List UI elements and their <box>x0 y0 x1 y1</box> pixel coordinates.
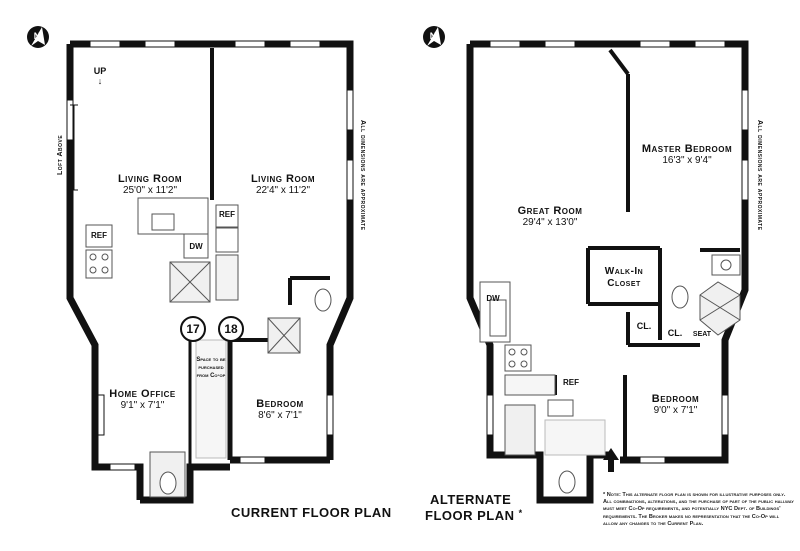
room-dims-bedroom-alternate: 9'0" x 7'1" <box>653 405 698 416</box>
alternate-plan-fixtures <box>479 254 741 494</box>
alternate-plan-caption-mark: * <box>518 508 523 518</box>
north-label-alternate: N <box>429 31 437 41</box>
room-name-great-room: Great Room <box>517 205 583 217</box>
alternate-plan-caption-text: FLOOR PLAN <box>425 508 515 523</box>
dw-label-alternate: DW <box>486 294 500 303</box>
dw-label-current: DW <box>189 242 203 251</box>
unit-number-17: 17 <box>180 316 206 342</box>
dimension-note-current: All dimensions are approximate <box>359 120 366 231</box>
walk-in-closet-label-line1: Walk-In <box>604 266 644 277</box>
alternate-plan-caption-line1: ALTERNATE <box>430 492 512 507</box>
room-name-bedroom-current: Bedroom <box>256 398 304 410</box>
north-label-current: N <box>33 31 41 41</box>
space-to-purchase-label: Space to be purchased from Co-op <box>196 357 226 379</box>
alternate-plan-windows <box>486 40 749 464</box>
ref-label-alternate: REF <box>563 378 579 387</box>
room-dims-bedroom-current: 8'6" x 7'1" <box>258 410 302 421</box>
compass-icon-alternate <box>423 26 445 48</box>
stair-up-label: UP <box>93 66 107 76</box>
closet-label-2: CL. <box>667 328 683 338</box>
room-name-living-room-2: Living Room <box>250 173 316 185</box>
seat-label: SEAT <box>692 331 712 338</box>
walk-in-closet-label-line2: Closet <box>607 278 641 289</box>
loft-above-label: Loft Above <box>57 134 64 175</box>
current-plan-windows <box>66 40 354 471</box>
dimension-note-alternate: All dimensions are approximate <box>756 120 763 231</box>
current-plan-caption: CURRENT FLOOR PLAN <box>231 505 392 520</box>
stair-arrow-icon: ↓ <box>97 76 103 86</box>
room-dims-living-room-2: 22'4" x 11'2" <box>255 185 311 196</box>
loft-indicator <box>70 104 78 191</box>
entry-arrow <box>603 448 619 472</box>
unit-number-18: 18 <box>218 316 244 342</box>
alternate-plan-footnote: * Note: This alternate floor plan is sho… <box>603 492 794 527</box>
current-plan-fixtures <box>85 197 332 498</box>
alternate-plan-caption-line2: FLOOR PLAN * <box>425 508 523 523</box>
compass-icon-current <box>27 26 49 48</box>
room-dims-master-bedroom: 16'3" x 9'4" <box>662 155 712 166</box>
ref-label-current-left: REF <box>91 231 107 240</box>
closet-label-1: CL. <box>636 321 652 331</box>
room-dims-living-room-1: 25'0" x 11'2" <box>122 185 178 196</box>
room-name-bedroom-alternate: Bedroom <box>651 393 700 405</box>
room-dims-home-office: 9'1" x 7'1" <box>120 400 165 411</box>
room-dims-great-room: 29'4" x 13'0" <box>522 217 578 228</box>
room-name-home-office: Home Office <box>109 388 176 400</box>
room-name-master-bedroom: Master Bedroom <box>641 143 733 155</box>
room-name-living-room-1: Living Room <box>117 173 183 185</box>
ref-label-current-right: REF <box>219 210 235 219</box>
